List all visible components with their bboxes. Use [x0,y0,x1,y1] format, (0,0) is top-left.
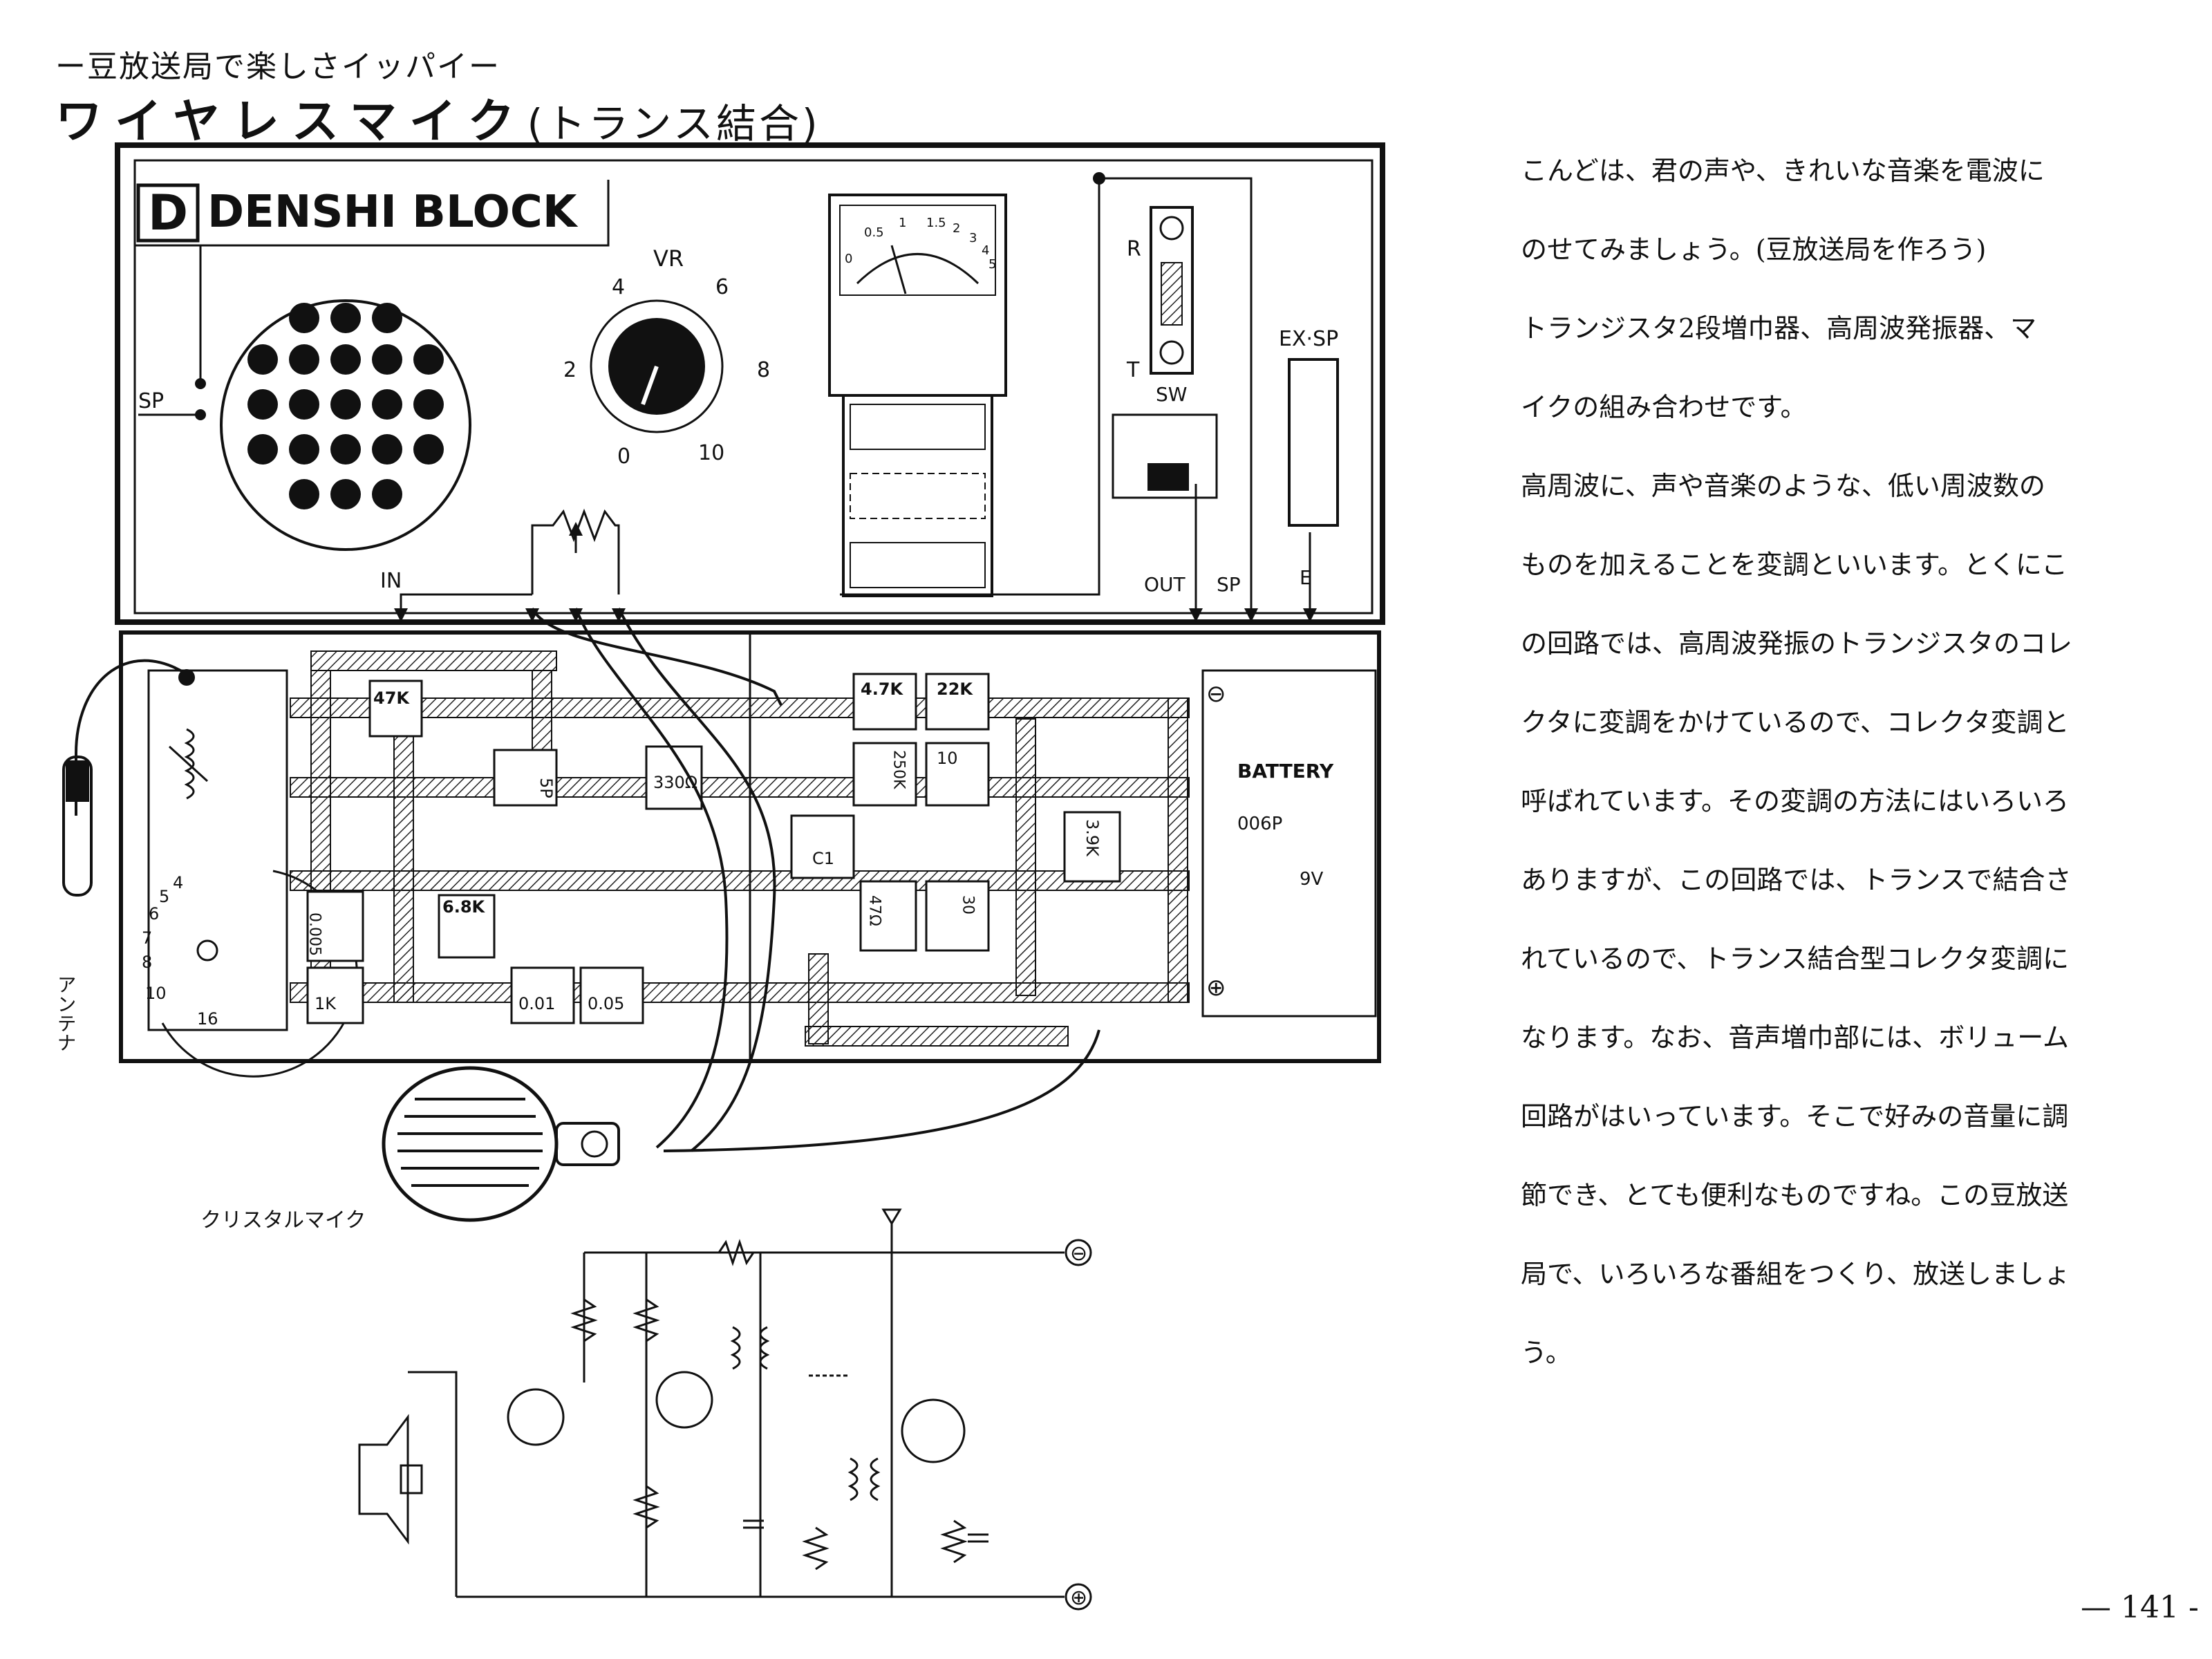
body-line: クタに変調をかけているので、コレクタ変調と [1521,707,2070,738]
body-text: こんどは、君の声や、きれいな音楽を電波に のせてみましょう。(豆放送局を作ろう)… [1521,131,2143,1392]
meter-icon: 0 0.5 1 1.5 2 3 4 5 [828,194,1007,597]
component-value: 3.9K [1082,819,1102,857]
meter-scale: 1.5 [926,216,946,230]
battery-voltage: 9V [1300,869,1324,890]
body-line: 節でき、とても便利なものですね。この豆放送 [1521,1180,2069,1210]
sw-label: SW [1156,383,1187,406]
dial-number: 2 [563,358,577,382]
component-blocks [306,669,1377,1024]
component-value: 1K [315,994,337,1013]
tuning-coil-icon [168,728,209,800]
component-value: 30 [959,895,977,915]
component-value: 47K [373,688,410,708]
r-label: R [1127,237,1141,261]
sp2-label: SP [1217,573,1241,596]
component-value: 0.005 [306,912,324,956]
schematic-minus-icon: ⊖ [1070,1241,1087,1266]
body-line: イクの組み合わせです。 [1521,392,1807,422]
body-line: れているので、トランス結合型コレクタ変調に [1521,944,2070,974]
sp-label: SP [138,389,164,413]
ex-sp-label: EX·SP [1279,327,1338,351]
volume-knob-icon: VR 4 6 2 8 0 10 [563,245,770,469]
tuning-dial-number: 16 [197,1009,218,1029]
meter-scale: 2 [953,221,960,236]
body-line: ものを加えることを変調といいます。とくにこ [1521,550,2068,580]
component-value: 5P [536,778,556,798]
body-line: 高周波に、声や音楽のような、低い周波数の [1521,471,2045,501]
battery-minus-icon: ⊖ [1206,680,1226,708]
battery-plus-icon: ⊕ [1206,974,1226,1002]
schematic-diagram [358,1208,1092,1611]
body-line: こんどは、君の声や、きれいな音楽を電波に [1521,156,2045,186]
dial-number: 6 [715,275,729,299]
antenna-icon [62,659,195,897]
tuning-dial-number: 8 [142,953,152,972]
component-value: C1 [812,849,834,868]
logo-icon [136,183,200,243]
tuning-dial-number: 6 [149,904,159,924]
in-label: IN [380,569,402,593]
ex-sp-jack-icon [1288,358,1339,527]
crystal-mic-label: クリスタルマイク [200,1208,366,1232]
meter-scale: 0.5 [864,225,884,240]
body-line: 呼ばれています。その変調の方法にはいろいろ [1521,786,2070,816]
antenna-label: アンテナ [55,975,77,1052]
meter-scale: 5 [988,257,996,272]
switch-icon: R T SW [1112,206,1218,499]
upper-panel: D DENSHI BLOCK SP VR 4 6 2 8 [115,142,1385,625]
component-value: 0.01 [518,994,555,1013]
circuit-traces [290,650,1190,1047]
battery-model: 006P [1237,814,1282,834]
body-line: の回路では、高周波発振のトランジスタのコレ [1521,628,2073,659]
component-value: 47Ω [866,895,883,926]
tuning-dial-number: 5 [159,887,169,906]
meter-scale: 1 [899,216,906,230]
dial-number: 0 [617,444,630,469]
logo-letter: D [148,185,188,241]
title-main: ワイヤレスマイク [55,95,527,149]
component-value: 6.8K [442,897,486,917]
body-line: 回路がはいっています。そこで好みの音量に調 [1521,1101,2069,1132]
component-value: 0.05 [588,994,624,1013]
page-number: — 141 - [2081,1590,2199,1625]
tuning-dial-number: 4 [173,873,183,892]
component-value: 22K [937,679,973,699]
crystal-mic-icon [382,1066,620,1222]
brand-text: DENSHI BLOCK [207,187,579,238]
speaker-icon [220,299,471,551]
page-title: ワイヤレスマイク(トランス結合) [55,83,821,151]
tuning-dial-icon: 16 10 8 7 6 5 4 [142,870,358,1078]
body-line: トランジスタ2段増巾器、高周波発振器、マ [1521,313,2037,344]
page-subtitle: ー豆放送局で楽しさイッパイー [55,49,500,84]
dial-number: 10 [698,441,724,465]
schematic-plus-icon: ⊕ [1070,1586,1087,1610]
title-paren: (トランス結合) [527,100,821,147]
circuit-figure: D DENSHI BLOCK SP VR 4 6 2 8 [55,142,1385,1611]
meter-scale: 4 [982,243,989,258]
dial-number: 8 [757,358,770,382]
dial-number: 4 [612,275,625,299]
body-line: 局で、いろいろな番組をつくり、放送しましょ [1521,1259,2070,1289]
component-value: 4.7K [861,679,904,699]
tuning-dial-number: 7 [142,928,152,948]
t-label: T [1126,358,1140,382]
meter-scale: 0 [845,252,852,266]
vr-label: VR [653,245,684,272]
body-line: のせてみましょう。(豆放送局を作ろう) [1521,234,1987,265]
body-line: なります。なお、音声増巾部には、ボリューム [1521,1022,2070,1053]
component-value: 10 [937,749,958,768]
component-value: 250K [890,750,908,789]
battery-label: BATTERY [1237,760,1334,782]
body-line: ありますが、この回路では、トランスで結合さ [1521,865,2072,895]
body-line: う。 [1521,1338,1572,1368]
meter-scale: 3 [969,231,977,245]
e-label: E [1300,566,1312,589]
tuning-dial-number: 10 [145,984,167,1003]
out-label: OUT [1144,573,1186,596]
lower-board: 16 10 8 7 6 5 4 アンテナ [55,608,1381,1232]
